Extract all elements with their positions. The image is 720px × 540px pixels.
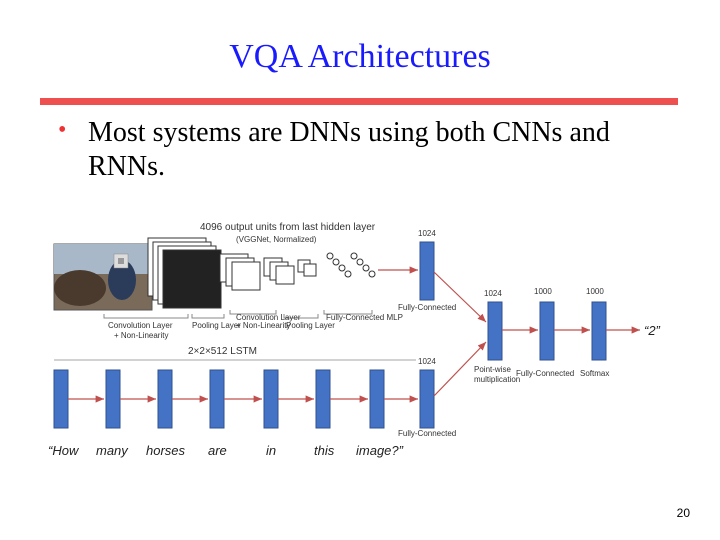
cnn-sublabel: (VGGNet, Normalized) [236,235,317,244]
merge-label-1: Point-wise [474,365,511,374]
page-number: 20 [676,506,690,520]
question-word: horses [146,443,186,458]
question-word: “How [48,443,80,458]
lstm-cell [369,369,385,429]
cnn-output-label: 4096 output units from last hidden layer [200,222,376,233]
fc-mid-dim: 1000 [534,287,552,296]
fc-mid-label: Fully-Connected [516,369,574,378]
title-divider [40,98,678,105]
conv-label-2: + Non-Linearity [114,331,168,340]
softmax-block [591,301,607,361]
cnn-brackets [103,310,373,319]
lstm-cell [315,369,331,429]
question-word: in [266,443,276,458]
lstm-blocks [53,369,385,429]
lstm-label: 2×2×512 LSTM [188,346,257,357]
fc-bottom-dim: 1024 [418,357,436,366]
question-word: many [96,443,129,458]
fc-bottom-label: Fully-Connected [398,429,456,438]
merge-arrow-bottom [433,341,487,397]
input-image [53,243,153,311]
slide-title: VQA Architectures [229,38,491,75]
bullet-dot-icon: • [58,117,67,143]
lstm-cell [263,369,279,429]
merge-dim: 1024 [484,289,502,298]
conv-label-1: Convolution Layer [108,321,173,330]
pool2-label: Pooling Layer [286,321,335,330]
cnn-feature-maps [147,237,376,309]
merge-arrow-top [433,271,487,323]
question-word: this [314,443,335,458]
vqa-architecture-diagram: 4096 output units from last hidden layer… [48,222,661,458]
lstm-cell [209,369,225,429]
softmax-label: Softmax [580,369,609,378]
bullet-text: Most systems are DNNs using both CNNs an… [88,117,610,182]
lstm-cell [53,369,69,429]
pool-label: Pooling Layer [192,321,241,330]
fc-bottom-block [419,369,435,429]
softmax-dim: 1000 [586,287,604,296]
merge-block [487,301,503,361]
question-word: image?” [356,443,404,458]
mlp-label: Fully-Connected MLP [326,313,403,322]
fc-top-block [419,241,435,301]
lstm-cell [157,369,173,429]
lstm-cell [105,369,121,429]
conv2-label-2: + Non-Linearity [236,321,290,330]
fc-top-dim: 1024 [418,229,436,238]
conv2-label-1: Convolution Layer [236,313,301,322]
fc-top-label: Fully-Connected [398,303,456,312]
question-word: are [208,443,227,458]
fc-mid-block [539,301,555,361]
answer-text: “2” [644,323,661,338]
merge-label-2: multiplication [474,375,520,384]
